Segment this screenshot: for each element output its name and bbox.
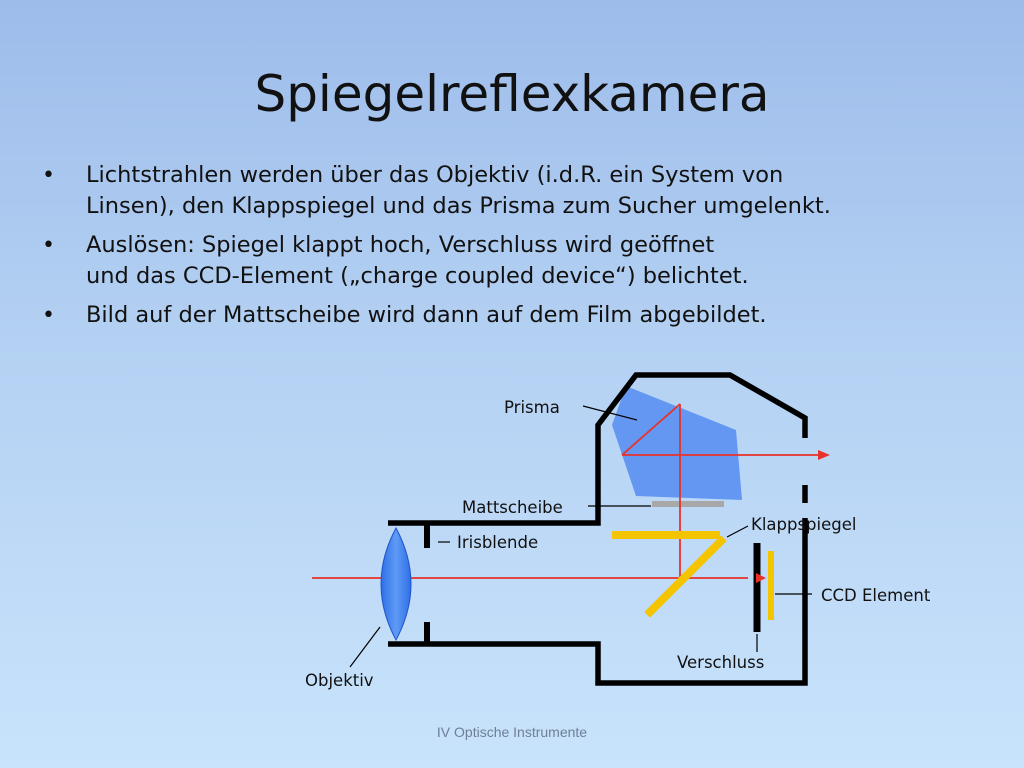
klappspiegel: [644, 535, 727, 618]
bullet-line: Lichtstrahlen werden über das Objektiv (…: [86, 162, 784, 188]
bullet-list: • Lichtstrahlen werden über das Objektiv…: [40, 160, 1000, 339]
bullet-item: • Auslösen: Spiegel klappt hoch, Verschl…: [40, 230, 1000, 292]
bullet-line: Bild auf der Mattscheibe wird dann auf d…: [86, 302, 767, 328]
prism-shape: [612, 386, 742, 500]
bullet-line: Auslösen: Spiegel klappt hoch, Verschlus…: [86, 232, 715, 258]
bullet-dot-icon: •: [42, 303, 55, 328]
label-verschluss: Verschluss: [677, 653, 764, 672]
label-irisblende: Irisblende: [457, 533, 538, 552]
objektiv-lens: [380, 526, 412, 642]
slide-title: Spiegelreflexkamera: [254, 65, 770, 123]
label-ccd-element: CCD Element: [821, 586, 931, 605]
camera-body-bottom: [388, 518, 808, 686]
bullet-line: und das CCD-Element („charge coupled dev…: [86, 263, 749, 289]
ray-arrowhead-icon: [756, 573, 766, 583]
bullet-item: • Lichtstrahlen werden über das Objektiv…: [40, 160, 1000, 222]
bullet-dot-icon: •: [42, 233, 55, 258]
camera-body: [388, 372, 808, 526]
leader-lines: [349, 405, 812, 668]
label-prisma: Prisma: [504, 398, 560, 417]
bullet-line: Linsen), den Klappspiegel und das Prisma…: [86, 193, 831, 219]
slide-footer: IV Optische Instrumente: [436, 724, 588, 740]
bullet-item: • Bild auf der Mattscheibe wird dann auf…: [40, 300, 1000, 331]
bullet-dot-icon: •: [42, 163, 55, 188]
ray-arrowhead-icon: [818, 450, 830, 460]
label-objektiv: Objektiv: [305, 671, 374, 690]
label-klappspiegel: Klappspiegel: [751, 515, 856, 534]
label-mattscheibe: Mattscheibe: [462, 498, 563, 517]
